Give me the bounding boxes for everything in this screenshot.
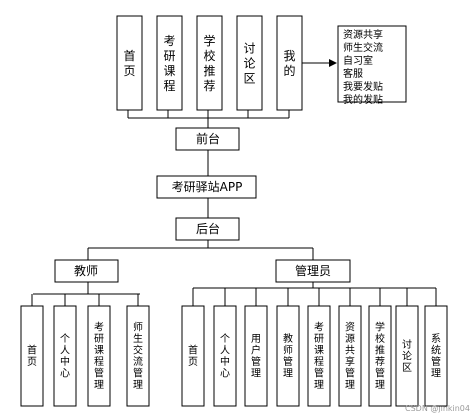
admin-module-label: 个人中心: [220, 333, 230, 380]
frontend-module-label: 学校推荐: [203, 33, 215, 93]
backend-label: 后台: [196, 221, 220, 236]
teacher-module-box: 首页: [20, 305, 44, 407]
admin-module-box: 学校推荐管理: [368, 305, 392, 407]
frontend-modules: 首页 考研课程 学校推荐 讨论区 我的: [116, 15, 303, 111]
frontend-connectors: [127, 110, 290, 128]
admin-module-label: 教师管理: [283, 332, 293, 380]
app-title: 考研驿站APP: [172, 180, 243, 194]
my-sub-item: 师生交流: [343, 41, 383, 54]
admin-module-label: 考研课程管理: [314, 322, 324, 392]
admin-module-box: 首页: [181, 305, 205, 407]
backend-connectors: [87, 240, 314, 260]
frontend-module-box: 学校推荐: [196, 15, 223, 111]
teacher-module-box: 师生交流管理: [126, 305, 150, 407]
my-sub-item: 自习室: [343, 54, 373, 67]
frontend-node: 前台: [175, 127, 240, 151]
teacher-module-label: 个人中心: [60, 333, 70, 380]
frontend-module-label: 考研课程: [163, 34, 175, 93]
admin-label: 管理员: [295, 263, 331, 278]
frontend-module-box: 首页: [116, 15, 143, 111]
backend-node: 后台: [175, 217, 240, 241]
admin-module-label: 讨论区: [402, 339, 412, 374]
frontend-module-label: 首页: [123, 49, 135, 78]
my-sub-item: 客服: [343, 67, 363, 80]
admin-module-label: 学校推荐管理: [375, 321, 385, 392]
admin-module-box: 教师管理: [276, 305, 300, 407]
frontend-module-box: 我的: [276, 15, 303, 111]
frontend-label: 前台: [196, 131, 220, 146]
admin-module-box: 个人中心: [213, 305, 237, 407]
teacher-module-box: 考研课程管理: [87, 305, 111, 407]
app-node: 考研驿站APP: [156, 175, 257, 199]
admin-node: 管理员: [275, 259, 351, 283]
teacher-node: 教师: [54, 259, 119, 283]
teacher-module-label: 考研课程管理: [94, 322, 104, 392]
admin-module-label: 用户管理: [251, 334, 261, 380]
teacher-module-label: 首页: [27, 344, 37, 369]
admin-module-box: 系统管理: [424, 305, 448, 407]
teacher-module-box: 个人中心: [53, 305, 77, 407]
admin-module-label: 资源共享管理: [345, 322, 355, 392]
my-sub-item: 资源共享: [343, 28, 383, 41]
admin-module-label: 系统管理: [431, 333, 441, 380]
my-sub-item: 我要发贴: [343, 80, 383, 93]
admin-module-label: 首页: [188, 344, 198, 369]
my-sub-item: 我的发贴: [343, 93, 383, 106]
admin-module-box: 资源共享管理: [338, 305, 362, 407]
admin-module-box: 讨论区: [395, 305, 419, 407]
admin-module-box: 用户管理: [244, 305, 268, 407]
teacher-module-label: 师生交流管理: [133, 321, 143, 392]
frontend-module-label: 我的: [283, 49, 295, 78]
admin-module-box: 考研课程管理: [307, 305, 331, 407]
admin-modules: 首页 个人中心 用户管理 教师管理 考研课程管理 资源共享管理 学校推荐管理 讨论区 系统管理: [181, 282, 448, 407]
teacher-modules: 首页 个人中心 考研课程管理 师生交流管理: [20, 282, 150, 407]
teacher-label: 教师: [74, 263, 98, 278]
my-sub-items-box: 资源共享 师生交流 自习室 客服 我要发贴 我的发贴: [337, 25, 407, 106]
frontend-module-box: 讨论区: [236, 15, 263, 111]
frontend-module-label: 讨论区: [243, 42, 255, 86]
watermark: CSDN @jinkin04: [405, 404, 470, 413]
frontend-module-box: 考研课程: [156, 15, 183, 111]
